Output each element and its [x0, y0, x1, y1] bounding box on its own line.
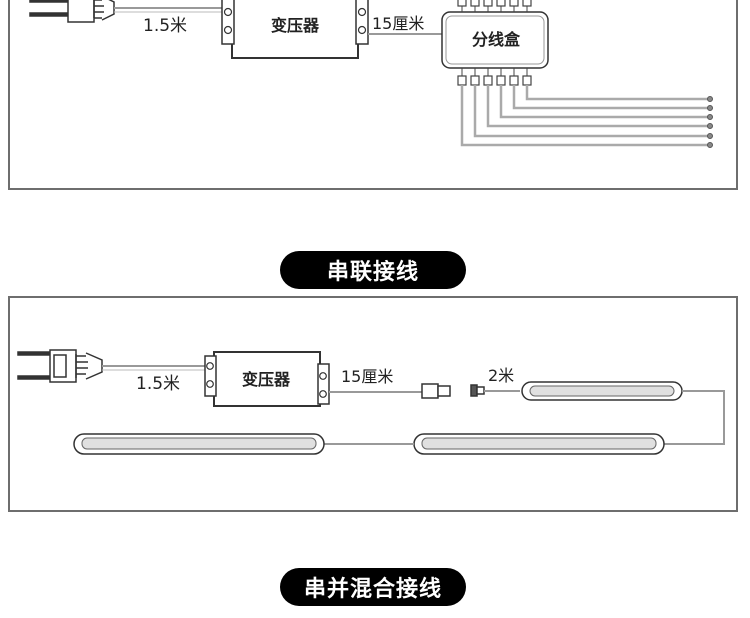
extension-length-label: 2米: [488, 366, 514, 385]
lead-length-label: 15厘米: [341, 367, 393, 386]
cable-length-label: 1.5米: [136, 374, 180, 394]
link-cable: [662, 390, 725, 445]
wire-end-connectors: [707, 96, 713, 148]
output-wires: [460, 85, 708, 147]
transformer-box: 变压器: [221, 0, 369, 59]
junction-box: 分线盒: [441, 0, 549, 86]
light-bar: [521, 381, 683, 401]
lead-length-label: 15厘米: [372, 14, 424, 33]
power-plug-icon: [29, 0, 115, 23]
light-bar: [73, 433, 325, 455]
junction-box-label: 分线盒: [472, 30, 521, 49]
section-title-series-wiring: 串联接线: [280, 251, 466, 289]
plug-connector-icon: [421, 383, 485, 399]
transformer-label: 变压器: [242, 370, 291, 389]
section-title-mixed-wiring: 串并混合接线: [280, 568, 466, 606]
series-wiring-panel: 1.5米 变压器 15厘米 2米: [8, 296, 738, 512]
light-bar: [413, 433, 665, 455]
parallel-wiring-diagram: 1.5米 变压器 15厘米: [29, 0, 713, 148]
transformer-label: 变压器: [271, 16, 320, 35]
cable-length-label: 1.5米: [143, 16, 187, 36]
series-wiring-diagram: 1.5米 变压器 15厘米 2米: [17, 349, 725, 455]
power-plug-icon: [17, 349, 103, 383]
parallel-wiring-panel: 1.5米 变压器 15厘米: [8, 0, 738, 190]
transformer-box: 变压器: [204, 351, 330, 407]
